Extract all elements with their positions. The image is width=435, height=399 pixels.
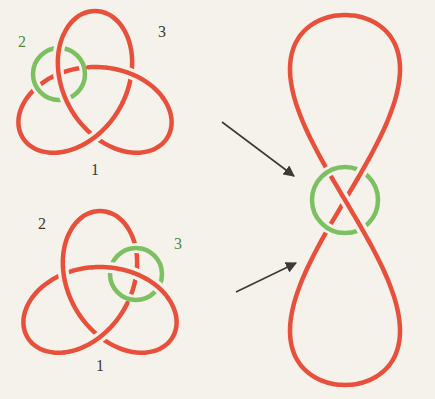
crossing-gap [81,127,106,146]
knot-strand [58,36,74,115]
knot-strand [63,236,79,315]
crossing-number: 3 [174,236,182,252]
knot-strand [115,268,145,278]
knot-strand [358,160,368,178]
knot-strand [88,67,162,97]
crossing-number: 1 [96,358,104,374]
unknot-circle [312,167,378,233]
crossing-gap [358,160,368,178]
arrow [222,122,294,176]
crossing-number: 2 [18,34,26,50]
arrow [236,263,296,292]
knot-strand [81,127,106,146]
crossing-gap [358,222,368,240]
knot-strand [290,15,400,385]
crossing-gap [60,103,123,152]
crossing-gap [58,36,74,115]
crossing-number: 1 [91,162,99,178]
crossing-gap [88,67,162,97]
knot-strand [93,267,167,297]
knot-strand [65,303,128,352]
crossing-gap [63,236,79,315]
knot-strand [358,222,368,240]
unknot-circle [110,248,162,300]
crossing-number: 2 [38,216,46,232]
crossing-number: 3 [158,24,166,40]
crossing-gap [93,267,167,297]
crossing-gap [115,268,145,278]
knot-strand [60,103,123,152]
knot-strand [23,211,176,353]
knot-strand [18,11,171,153]
crossing-gap [65,303,128,352]
